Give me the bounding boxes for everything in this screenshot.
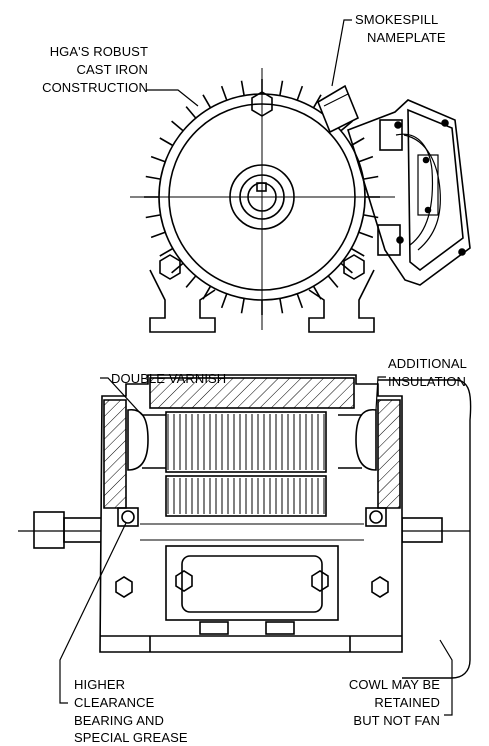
label-double-varnish: DOUBLE VARNISH: [111, 371, 227, 386]
cooling-fin: [340, 262, 353, 274]
label-cowl-1: COWL MAY BE: [348, 677, 440, 692]
label-hga-3: CONSTRUCTION: [42, 80, 148, 95]
cooling-fin: [159, 137, 174, 147]
cooling-fin: [312, 94, 322, 109]
cooling-fin: [296, 293, 304, 309]
label-additional-1: ADDITIONAL: [388, 356, 468, 371]
label-higher-1: HIGHER: [74, 677, 126, 692]
cooling-fin: [202, 94, 212, 109]
cooling-fin: [240, 298, 245, 314]
terminal-box: [317, 84, 471, 286]
cooling-fin: [220, 293, 228, 309]
cooling-fin: [350, 137, 365, 147]
cooling-fin: [358, 231, 374, 239]
motor-section-view: [18, 374, 472, 679]
label-cowl-3: BUT NOT FAN: [353, 713, 440, 728]
cooling-fin: [171, 262, 184, 274]
cooling-fin: [358, 155, 374, 163]
cooling-fins: [144, 79, 380, 315]
cooling-fin: [279, 298, 284, 314]
label-cowl-2: RETAINED: [374, 695, 440, 710]
cooling-fin: [159, 247, 174, 257]
motor-end-view: [130, 68, 471, 333]
cooling-fin: [185, 275, 197, 288]
cooling-fin: [220, 85, 228, 101]
cooling-fin: [150, 155, 166, 163]
cooling-fin: [363, 175, 379, 180]
cooling-fin: [145, 175, 161, 180]
leader-lines-top: [146, 19, 352, 107]
cooling-fin: [279, 80, 284, 96]
label-higher-3: BEARING AND: [74, 713, 164, 728]
label-higher-4: SPECIAL GREASE: [74, 730, 188, 745]
cooling-fin: [150, 231, 166, 239]
cooling-fin: [185, 106, 197, 119]
cooling-fin: [171, 120, 184, 132]
label-additional-2: INSULATION: [388, 374, 467, 389]
cooling-fin: [327, 275, 339, 288]
label-smokespill-1: SMOKESPILL: [355, 12, 439, 27]
cooling-fin: [145, 214, 161, 219]
stator-laminations: [167, 414, 325, 514]
cooling-fin: [296, 85, 304, 101]
cooling-fin: [340, 120, 353, 132]
label-hga-2: CAST IRON: [76, 62, 148, 77]
leader-lines-bottom: [59, 376, 453, 716]
cooling-fin: [240, 80, 245, 96]
label-hga-1: HGA'S ROBUST: [49, 44, 148, 59]
cooling-fin: [363, 214, 379, 219]
label-higher-2: CLEARANCE: [74, 695, 155, 710]
label-smokespill-2: NAMEPLATE: [367, 30, 446, 45]
cooling-fin: [350, 247, 365, 257]
